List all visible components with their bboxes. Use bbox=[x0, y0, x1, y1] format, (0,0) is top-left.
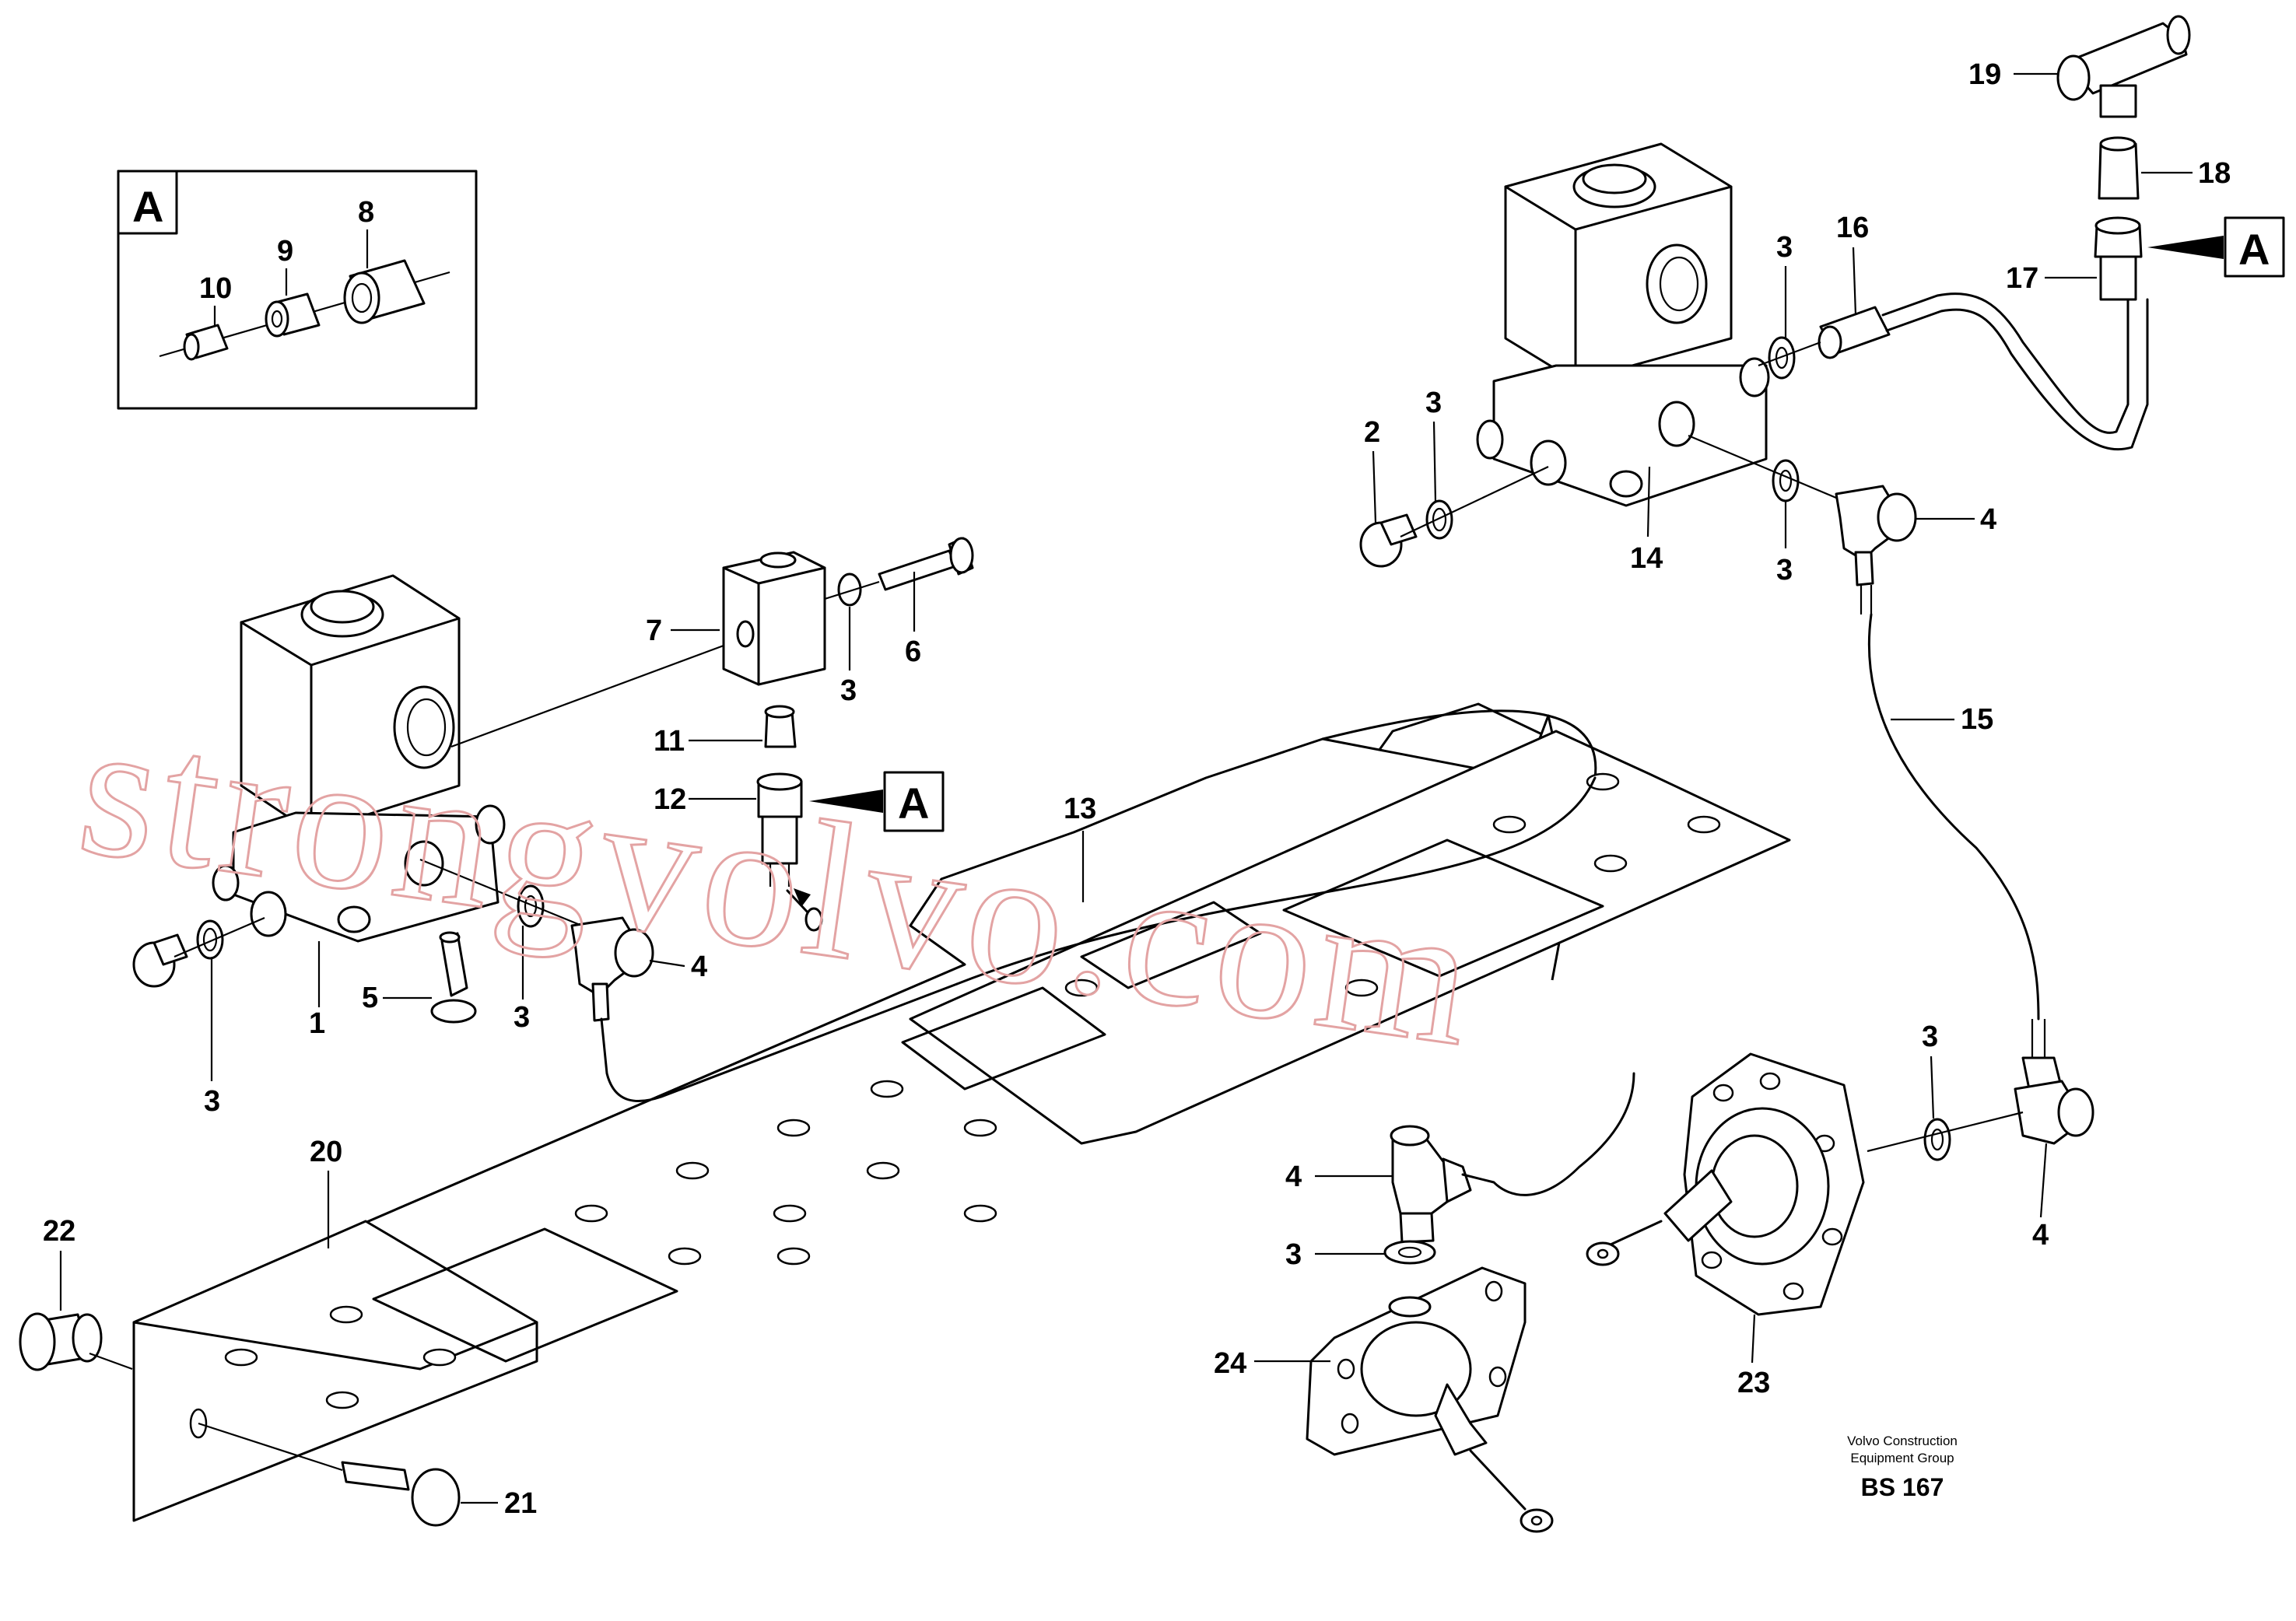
inset-sleeve-10 bbox=[183, 324, 229, 361]
tee-fitting-19 bbox=[2056, 15, 2191, 118]
callout-10: 10 bbox=[199, 272, 232, 305]
pressure-sensor-23 bbox=[1586, 1052, 1865, 1316]
callout-17: 17 bbox=[2006, 262, 2038, 295]
left-screw-5 bbox=[430, 931, 477, 1024]
mid-washer-3 bbox=[1383, 1240, 1436, 1265]
callout-7: 7 bbox=[646, 614, 662, 647]
callout-22: 22 bbox=[43, 1215, 75, 1248]
pressure-sensor-24 bbox=[1306, 1266, 1554, 1533]
callout-6: 6 bbox=[905, 635, 921, 668]
marker-a-left: A bbox=[898, 779, 929, 828]
main-bracket bbox=[132, 702, 1791, 1522]
callout-20: 20 bbox=[310, 1136, 342, 1168]
right-elbow-4-lower bbox=[1867, 1019, 2094, 1161]
drawing-footer: Volvo Construction Equipment Group BS 16… bbox=[1847, 1434, 1958, 1501]
left-plug bbox=[132, 916, 265, 988]
left-elbow-4 bbox=[419, 776, 1597, 1102]
callout-12: 12 bbox=[654, 783, 686, 816]
nut-17 bbox=[2094, 216, 2143, 301]
inset-ring-9 bbox=[265, 292, 321, 338]
detail-a-label: A bbox=[132, 182, 163, 231]
detail-a-marker-left: A bbox=[809, 771, 945, 832]
callout-2: 2 bbox=[1364, 416, 1380, 449]
callout-24: 24 bbox=[1214, 1347, 1246, 1380]
callout-14: 14 bbox=[1630, 542, 1663, 575]
callout-4c: 4 bbox=[2032, 1219, 2049, 1252]
right-fitting-16 bbox=[1758, 292, 2149, 451]
right-plug bbox=[1359, 466, 1549, 568]
callout-3a: 3 bbox=[204, 1085, 220, 1118]
inset-nut-8 bbox=[343, 259, 426, 324]
callout-3b: 3 bbox=[514, 1001, 530, 1034]
callout-3c: 3 bbox=[840, 674, 857, 707]
callout-3e: 3 bbox=[1425, 387, 1442, 419]
callout-8: 8 bbox=[358, 196, 374, 229]
callout-3f: 3 bbox=[1776, 554, 1793, 586]
nipple-18 bbox=[2098, 136, 2140, 200]
callout-3d: 3 bbox=[1776, 231, 1793, 264]
plug-22 bbox=[19, 1312, 133, 1371]
callout-4b: 4 bbox=[1980, 503, 1996, 536]
callout-4a: 4 bbox=[691, 951, 707, 983]
callout-21: 21 bbox=[504, 1487, 537, 1520]
callout-11: 11 bbox=[654, 725, 685, 758]
right-elbow-4-upper bbox=[1688, 434, 2040, 1021]
callout-4d: 4 bbox=[1285, 1161, 1302, 1193]
marker-a-right: A bbox=[2238, 225, 2270, 274]
callout-1: 1 bbox=[309, 1007, 325, 1040]
callout-18: 18 bbox=[2198, 157, 2231, 190]
detail-a-marker-right: A bbox=[2147, 216, 2285, 278]
fitting-11-12 bbox=[756, 705, 823, 932]
callout-3g: 3 bbox=[1922, 1021, 1938, 1053]
detail-a-inset: A 10 9 8 bbox=[117, 170, 478, 410]
callout-19: 19 bbox=[1968, 58, 2001, 91]
callouts: 1 3 5 3 4 7 6 3 11 12 A 13 20 22 2 bbox=[43, 58, 2285, 1520]
callout-9: 9 bbox=[277, 235, 293, 268]
footer-company-line1: Volvo Construction bbox=[1847, 1434, 1958, 1448]
callout-3h: 3 bbox=[1285, 1238, 1302, 1271]
bracket-holes bbox=[189, 772, 1721, 1439]
left-solenoid-valve bbox=[212, 574, 506, 943]
footer-drawing-code: BS 167 bbox=[1861, 1473, 1944, 1501]
callout-15: 15 bbox=[1961, 703, 1993, 736]
mid-elbow-4 bbox=[1390, 1072, 1635, 1244]
callout-16: 16 bbox=[1836, 212, 1869, 244]
footer-company-line2: Equipment Group bbox=[1850, 1451, 1954, 1465]
bolt-21 bbox=[198, 1422, 461, 1527]
terminal-block-7 bbox=[450, 551, 826, 748]
callout-13: 13 bbox=[1064, 793, 1096, 825]
bolt-6 bbox=[824, 537, 974, 607]
callout-23: 23 bbox=[1737, 1367, 1770, 1399]
right-solenoid-valve bbox=[1476, 142, 1770, 507]
callout-5: 5 bbox=[362, 982, 378, 1014]
